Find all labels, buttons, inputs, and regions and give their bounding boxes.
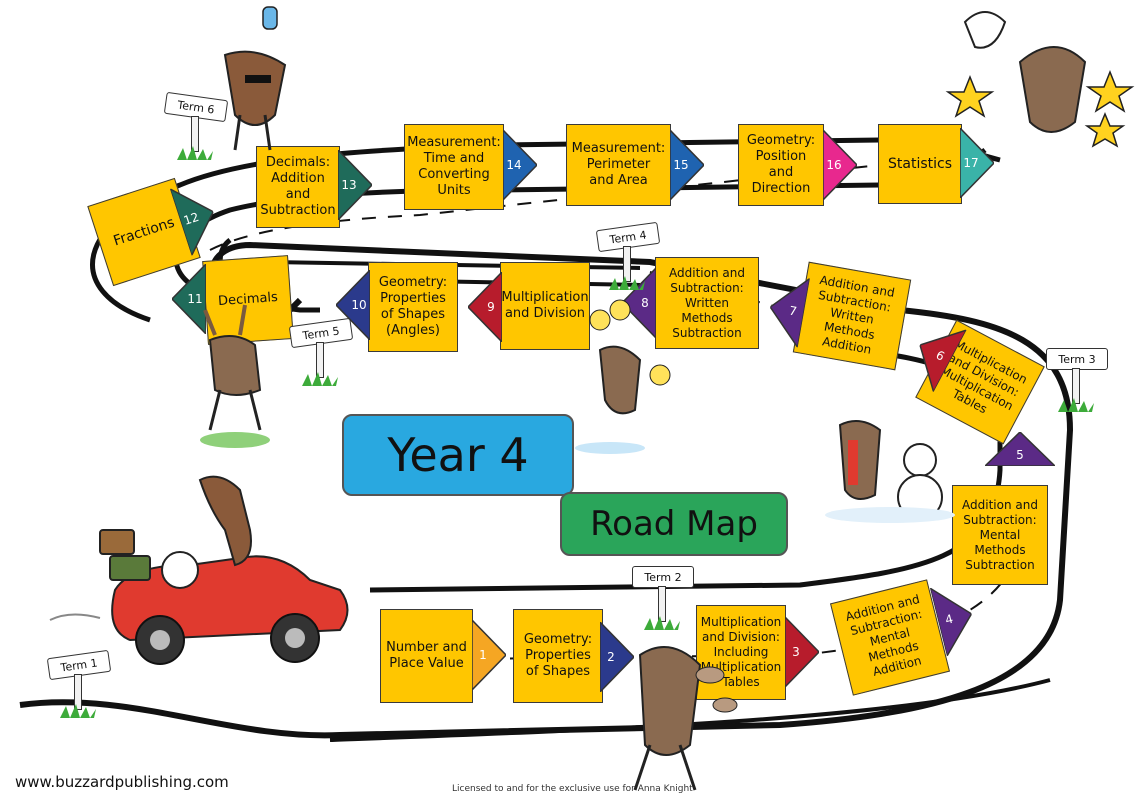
moose-leaves-icon — [633, 646, 738, 791]
step-10-arrow: 10 — [336, 270, 370, 340]
step-11-arrow: 11 — [172, 264, 206, 334]
step-12-arrow: 12 — [170, 178, 224, 256]
step-8-label: Addition and Subtraction: Written Method… — [669, 265, 745, 340]
website-footer: www.buzzardpublishing.com — [15, 773, 229, 791]
step-1-number: 1 — [479, 648, 487, 662]
step-9-number: 9 — [487, 300, 495, 314]
step-12-label: Fractions — [111, 214, 177, 250]
step-8-arrow: 8 — [622, 268, 656, 338]
title-year: Year 4 — [342, 414, 574, 496]
step-15-label: Measurement: Perimeter and Area — [571, 141, 666, 188]
step-14-tile[interactable]: Measurement: Time and Converting Units — [404, 124, 504, 210]
step-1-arrow: 1 — [472, 620, 506, 690]
moose-flowers-icon — [575, 299, 671, 454]
step-9-arrow: 9 — [468, 272, 502, 342]
step-6-arrow: 6 — [904, 314, 967, 392]
step-13-tile[interactable]: Decimals: Addition and Subtraction — [256, 146, 340, 228]
term-2-label: Term 2 — [632, 566, 694, 588]
moose-stars-icon — [945, 11, 1135, 148]
step-16-number: 16 — [826, 158, 842, 172]
term-3-label: Term 3 — [1046, 348, 1108, 370]
step-3-arrow: 3 — [785, 617, 819, 687]
step-13-label: Decimals: Addition and Subtraction — [260, 155, 336, 218]
step-15-arrow: 15 — [670, 130, 704, 200]
step-7-label: Addition and Subtraction: Written Method… — [817, 272, 896, 357]
step-17-arrow: 17 — [960, 128, 994, 198]
step-5-label: Addition and Subtraction: Mental Methods… — [962, 497, 1038, 572]
step-4-arrow: 4 — [930, 580, 980, 657]
step-1-label: Number and Place Value — [386, 640, 467, 671]
step-16-arrow: 16 — [823, 130, 857, 200]
step-3-number: 3 — [792, 645, 800, 659]
title-roadmap: Road Map — [560, 492, 788, 556]
step-16-label: Geometry: Position and Direction — [746, 133, 816, 196]
step-1-tile[interactable]: Number and Place Value — [380, 609, 473, 703]
step-13-number: 13 — [341, 178, 357, 192]
step-2-number: 2 — [607, 650, 615, 664]
step-9-tile[interactable]: Multiplication and Division — [500, 262, 590, 350]
step-14-label: Measurement: Time and Converting Units — [407, 135, 501, 198]
step-4-label: Addition and Subtraction: Mental Methods… — [844, 591, 924, 679]
step-10-label: Geometry: Properties of Shapes (Angles) — [378, 275, 448, 338]
title-year-text: Year 4 — [387, 428, 529, 482]
step-2-arrow: 2 — [600, 622, 634, 692]
step-2-tile[interactable]: Geometry: Properties of Shapes — [513, 609, 603, 703]
step-15-number: 15 — [673, 158, 689, 172]
license-footer: Licensed to and for the exclusive use fo… — [452, 784, 693, 794]
moose-car-icon — [49, 475, 349, 665]
step-5-tile[interactable]: Addition and Subtraction: Mental Methods… — [952, 485, 1048, 585]
step-14-arrow: 14 — [503, 130, 537, 200]
step-17-label: Statistics — [888, 156, 952, 172]
step-17-number: 17 — [963, 156, 979, 170]
step-7-arrow: 7 — [764, 273, 810, 348]
step-5-number: 5 — [1016, 448, 1024, 462]
step-10-number: 10 — [351, 298, 367, 312]
step-2-label: Geometry: Properties of Shapes — [523, 632, 593, 679]
step-15-tile[interactable]: Measurement: Perimeter and Area — [566, 124, 671, 206]
moose-icecream-icon — [223, 6, 287, 151]
reindeer-icon — [200, 304, 270, 448]
step-17-tile[interactable]: Statistics — [878, 124, 962, 204]
step-14-number: 14 — [506, 158, 522, 172]
step-11-number: 11 — [187, 292, 203, 306]
moose-snowman-icon — [825, 420, 955, 523]
step-16-tile[interactable]: Geometry: Position and Direction — [738, 124, 824, 206]
step-8-number: 8 — [641, 296, 649, 310]
step-5-arrow: 5 — [985, 432, 1055, 466]
step-13-arrow: 13 — [338, 150, 372, 220]
step-10-tile[interactable]: Geometry: Properties of Shapes (Angles) — [368, 262, 458, 352]
title-roadmap-text: Road Map — [590, 504, 758, 544]
step-9-label: Multiplication and Division — [501, 290, 589, 321]
step-7-tile[interactable]: Addition and Subtraction: Written Method… — [792, 261, 912, 371]
